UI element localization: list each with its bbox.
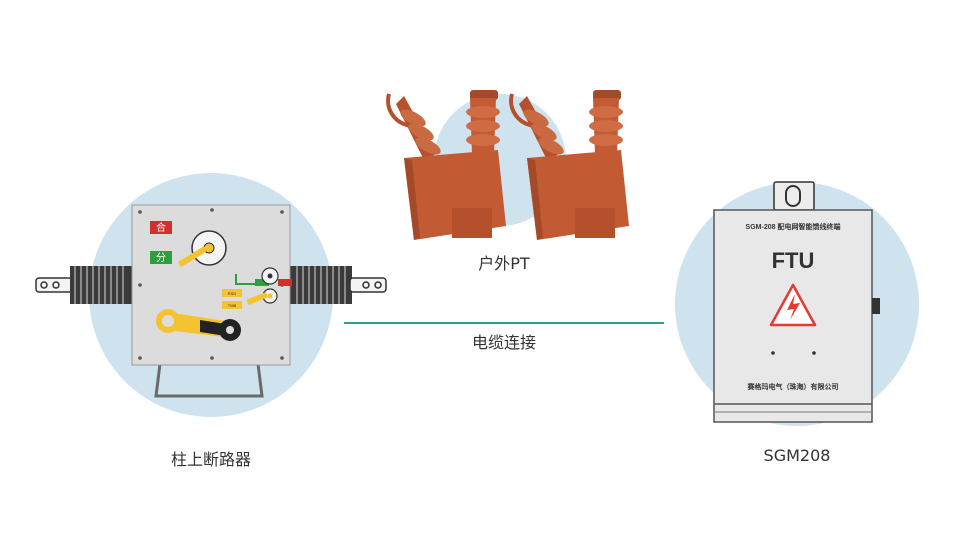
ftu-cabinet: SGM-208 配电网智能馈线终端 FTU 赛格玛电气（珠海）有限公司 [713, 181, 880, 423]
ftu-header-text: SGM-208 配电网智能馈线终端 [746, 222, 841, 231]
outdoor-pt [386, 90, 629, 240]
operating-handle [156, 309, 241, 341]
open-indicator [150, 251, 172, 264]
pt-unit-right [509, 90, 629, 240]
ftu-side-latch [872, 298, 880, 314]
open-indicator-label: 分 [156, 252, 166, 264]
breaker-support-bracket [154, 363, 264, 398]
tag-top [222, 289, 242, 297]
pt-label: 户外PT [478, 254, 530, 273]
close-indicator [150, 221, 172, 234]
right-bushing [290, 266, 387, 304]
tag-bottom-text: TMB [228, 303, 237, 308]
pole-breaker: 合 分 RSD TMB [35, 204, 387, 398]
breaker-label: 柱上断路器 [170, 450, 252, 469]
tag-top-text: RSD [228, 291, 237, 296]
tag-bottom [222, 301, 242, 309]
cable-connection-label: 电缆连接 [471, 333, 537, 352]
pt-unit-left [386, 90, 506, 240]
left-bushing [35, 266, 132, 304]
close-indicator-label: 合 [156, 221, 166, 234]
ftu-title: FTU [772, 248, 815, 273]
ftu-label: SGM208 [763, 446, 831, 465]
ftu-maker-text: 赛格玛电气（珠海）有限公司 [747, 382, 839, 391]
